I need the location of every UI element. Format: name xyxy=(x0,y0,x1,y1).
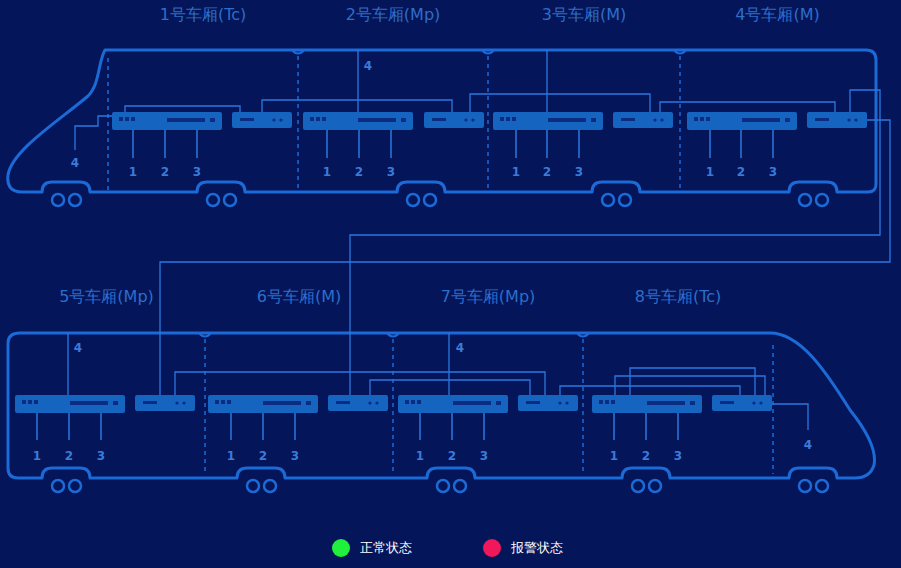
car-heading: 5号车厢(Mp) xyxy=(8,284,205,310)
network-switch xyxy=(135,395,195,411)
callout-number: 3 xyxy=(387,165,395,179)
callout-number: 4 xyxy=(804,438,812,452)
callout-number: 2 xyxy=(543,165,551,179)
car-heading: 1号车厢(Tc) xyxy=(108,2,298,28)
wheel xyxy=(224,194,236,206)
callout-number: 2 xyxy=(161,165,169,179)
train-body xyxy=(8,333,875,478)
roof-joint xyxy=(292,50,686,54)
callout-number: 3 xyxy=(575,165,583,179)
wheel xyxy=(69,194,81,206)
roof-joint xyxy=(199,333,589,337)
car-divider xyxy=(108,56,680,190)
callout-number: 2 xyxy=(65,449,73,463)
callout-number: 3 xyxy=(480,449,488,463)
callout-number: 4 xyxy=(71,156,79,170)
callout-number: 4 xyxy=(364,59,372,73)
callout-number: 2 xyxy=(642,449,650,463)
wheel xyxy=(649,480,661,492)
callout-number: 3 xyxy=(193,165,201,179)
legend-text: 正常状态 xyxy=(360,539,412,557)
callout-number: 1 xyxy=(416,449,424,463)
controller-unit xyxy=(592,395,702,413)
callout-number: 2 xyxy=(737,165,745,179)
device-lead xyxy=(37,130,773,440)
controller-unit xyxy=(112,112,222,130)
callout-number: 3 xyxy=(97,449,105,463)
wheel xyxy=(264,480,276,492)
callout-number: 4 xyxy=(456,341,464,355)
car-heading: 7号车厢(Mp) xyxy=(393,284,583,310)
car-heading: 4号车厢(M) xyxy=(680,2,875,28)
controller-unit xyxy=(15,395,125,413)
wheel xyxy=(619,194,631,206)
network-wire xyxy=(68,50,890,430)
legend-swatch xyxy=(483,539,501,557)
callout-number: 1 xyxy=(706,165,714,179)
wheel xyxy=(816,194,828,206)
callout-number: 1 xyxy=(323,165,331,179)
wheel xyxy=(424,194,436,206)
wheel xyxy=(602,194,614,206)
network-switch xyxy=(613,112,673,128)
wheel xyxy=(407,194,419,206)
callout-number: 1 xyxy=(512,165,520,179)
callout-number: 3 xyxy=(769,165,777,179)
callout-number: 2 xyxy=(259,449,267,463)
callout-number: 2 xyxy=(355,165,363,179)
controller-unit xyxy=(493,112,603,130)
wheel xyxy=(632,480,644,492)
callout-number: 1 xyxy=(33,449,41,463)
network-switch xyxy=(518,395,578,411)
network-switch xyxy=(328,395,388,411)
network-switch xyxy=(424,112,484,128)
wheel xyxy=(799,480,811,492)
callout-number: 3 xyxy=(291,449,299,463)
legend-swatch xyxy=(332,539,350,557)
network-switch xyxy=(712,395,772,411)
network-switch xyxy=(232,112,292,128)
wheel xyxy=(52,194,64,206)
controller-unit xyxy=(303,112,413,130)
callout-number: 3 xyxy=(674,449,682,463)
callout-number: 1 xyxy=(129,165,137,179)
callout-number: 1 xyxy=(610,449,618,463)
wheel xyxy=(207,194,219,206)
wheel xyxy=(799,194,811,206)
wheel xyxy=(437,480,449,492)
network-switch xyxy=(807,112,867,128)
car-heading: 6号车厢(M) xyxy=(205,284,393,310)
car-heading: 3号车厢(M) xyxy=(488,2,680,28)
wheel xyxy=(52,480,64,492)
wheel xyxy=(69,480,81,492)
car-heading: 2号车厢(Mp) xyxy=(298,2,488,28)
car-divider xyxy=(205,339,773,474)
callout-number: 1 xyxy=(227,449,235,463)
wheel-set xyxy=(52,194,828,206)
wheel xyxy=(816,480,828,492)
train-body xyxy=(8,50,876,192)
car-heading: 8号车厢(Tc) xyxy=(583,284,773,310)
wheel xyxy=(247,480,259,492)
wheel xyxy=(454,480,466,492)
controller-unit xyxy=(687,112,797,130)
callout-number: 2 xyxy=(448,449,456,463)
controller-unit xyxy=(398,395,508,413)
controller-unit xyxy=(208,395,318,413)
callout-number: 4 xyxy=(74,341,82,355)
legend-text: 报警状态 xyxy=(511,539,563,557)
wheel-set xyxy=(52,480,828,492)
